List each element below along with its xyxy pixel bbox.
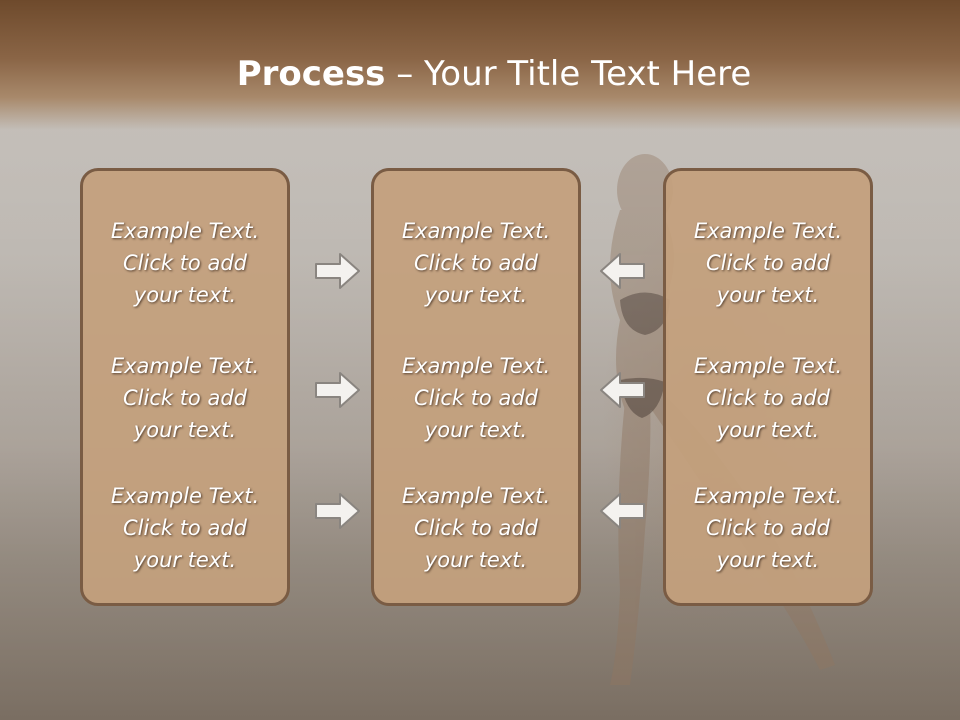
box-text[interactable]: Example Text. Click to add your text. [110,484,260,572]
title-bold-text: Process [236,54,386,94]
left-arrow-icon [600,253,645,289]
box-text[interactable]: Example Text. Click to add your text. [110,219,260,307]
title-rest-text: – Your Title Text Here [385,54,752,94]
box-text[interactable]: Example Text. Click to add your text. [401,219,551,307]
left-arrow-icon [600,372,645,408]
box-text[interactable]: Example Text. Click to add your text. [401,484,551,572]
process-box-left[interactable]: Example Text. Click to add your text. Ex… [80,168,290,606]
right-arrow-icon [315,372,360,408]
box-text[interactable]: Example Text. Click to add your text. [401,354,551,442]
process-box-center[interactable]: Example Text. Click to add your text. Ex… [371,168,581,606]
box-text[interactable]: Example Text. Click to add your text. [110,354,260,442]
right-arrow-icon [315,253,360,289]
slide-title[interactable]: Process – Your Title Text Here [0,54,960,94]
box-text[interactable]: Example Text. Click to add your text. [693,219,843,307]
header-band [0,0,960,130]
left-arrow-icon [600,493,645,529]
box-text[interactable]: Example Text. Click to add your text. [693,354,843,442]
process-box-right[interactable]: Example Text. Click to add your text. Ex… [663,168,873,606]
right-arrow-icon [315,493,360,529]
box-text[interactable]: Example Text. Click to add your text. [693,484,843,572]
